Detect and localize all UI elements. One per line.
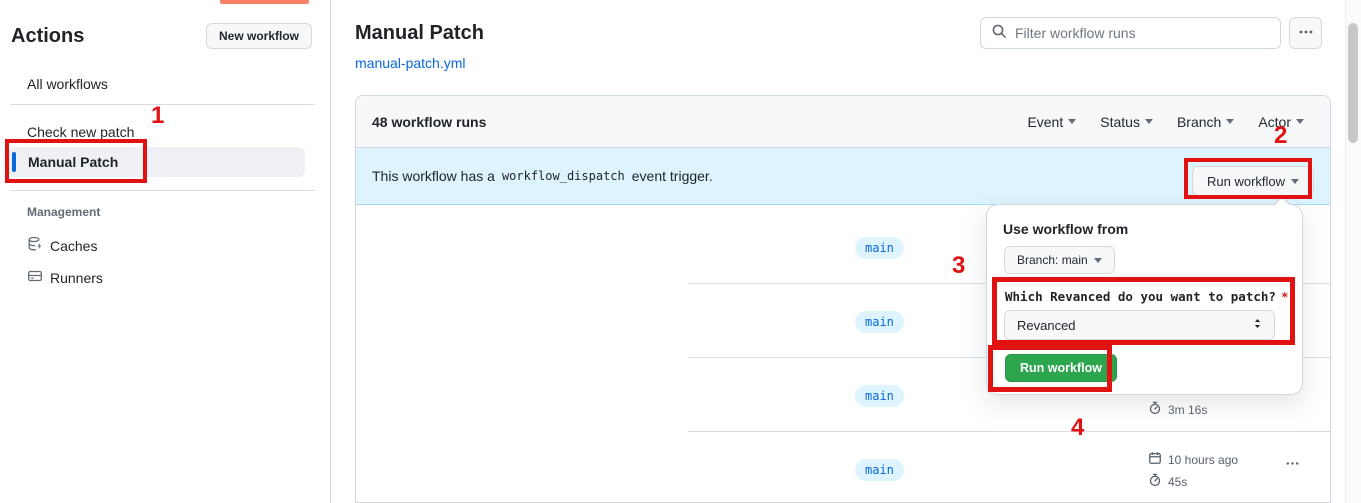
sidebar-item-all-workflows[interactable]: All workflows [27,76,108,92]
sidebar-item-runners[interactable]: Runners [27,268,103,287]
management-section-label: Management [27,205,101,219]
search-icon [991,23,1007,44]
banner-text: This workflow has a [372,168,495,184]
calendar-icon [1148,451,1162,468]
row-divider [688,431,1330,432]
scrollbar-thumb[interactable] [1348,23,1358,143]
run-workflow-dropdown-button[interactable]: Run workflow [1192,166,1315,196]
runs-count: 48 workflow runs [372,113,487,130]
runners-label: Runners [50,269,103,286]
chevron-down-icon [1093,257,1102,263]
actions-tab-indicator [220,0,309,4]
sidebar-item-check-new-patch[interactable]: Check new patch [27,124,135,140]
selected-indicator-bar [12,152,16,172]
workflow-runs-table: 48 workflow runs Event Status Branch Act… [355,95,1331,503]
runners-icon [27,268,43,287]
sidebar-title: Actions [11,25,85,47]
caches-label: Caches [50,237,98,254]
run-options-kebab-button[interactable] [1278,456,1306,476]
panel-heading: Use workflow from [1003,221,1129,237]
kebab-horizontal-icon [1298,24,1314,43]
cache-database-icon [27,236,43,255]
workflow-file-link[interactable]: manual-patch.yml [355,55,466,71]
workflow-input-label: Which Revanced do you want to patch?* [1005,289,1289,304]
workflow-options-kebab-button[interactable] [1289,17,1322,49]
runs-table-header: 48 workflow runs Event Status Branch Act… [356,96,1330,148]
kebab-horizontal-icon [1285,456,1300,476]
filter-runs-search[interactable] [980,17,1281,49]
sidebar-item-caches[interactable]: Caches [27,236,97,255]
sidebar-divider [10,104,315,105]
run-duration: 45s [1148,473,1187,490]
chevron-down-icon [1068,119,1077,124]
sidebar-item-manual-patch-label: Manual Patch [28,154,119,170]
filter-status[interactable]: Status [1100,114,1153,130]
required-asterisk: * [1280,289,1289,304]
filter-event[interactable]: Event [1027,114,1077,130]
filter-actor[interactable]: Actor [1258,114,1304,130]
dispatch-code: workflow_dispatch [501,169,625,183]
workflow-dispatch-banner: This workflow has a workflow_dispatch ev… [356,148,1330,205]
banner-text: event trigger. [631,168,713,184]
chevron-down-icon [1226,119,1235,124]
chevron-down-icon [1291,178,1300,184]
stopwatch-icon [1148,473,1162,490]
chevron-down-icon [1296,119,1304,124]
new-workflow-button[interactable]: New workflow [206,23,313,49]
run-workflow-submit-button[interactable]: Run workflow [1005,354,1117,382]
panel-caret [1274,198,1290,206]
branch-badge[interactable]: main [855,311,904,333]
chevron-down-icon [1144,119,1153,124]
selected-option: Revanced [1017,317,1076,333]
run-duration: 3m 16s [1148,401,1207,418]
revanced-select[interactable]: Revanced [1004,310,1275,340]
sidebar-divider [10,190,315,191]
actions-sidebar: Actions New workflow All workflows Check… [0,0,331,503]
sidebar-item-manual-patch[interactable] [8,147,305,177]
search-input[interactable] [1015,25,1270,41]
filter-branch[interactable]: Branch [1177,114,1235,130]
branch-badge[interactable]: main [855,385,904,407]
branch-selector-button[interactable]: Branch: main [1004,246,1115,274]
stopwatch-icon [1148,401,1162,418]
branch-badge[interactable]: main [855,237,904,259]
page-title: Manual Patch [355,22,484,44]
branch-badge[interactable]: main [855,459,904,481]
run-filters: Event Status Branch Actor [1027,114,1304,130]
run-workflow-panel: Use workflow from Branch: main Which Rev… [986,196,1303,395]
updown-chevrons-icon [1251,317,1264,333]
scrollbar-track[interactable] [1345,0,1361,503]
run-date: 10 hours ago [1148,451,1238,468]
